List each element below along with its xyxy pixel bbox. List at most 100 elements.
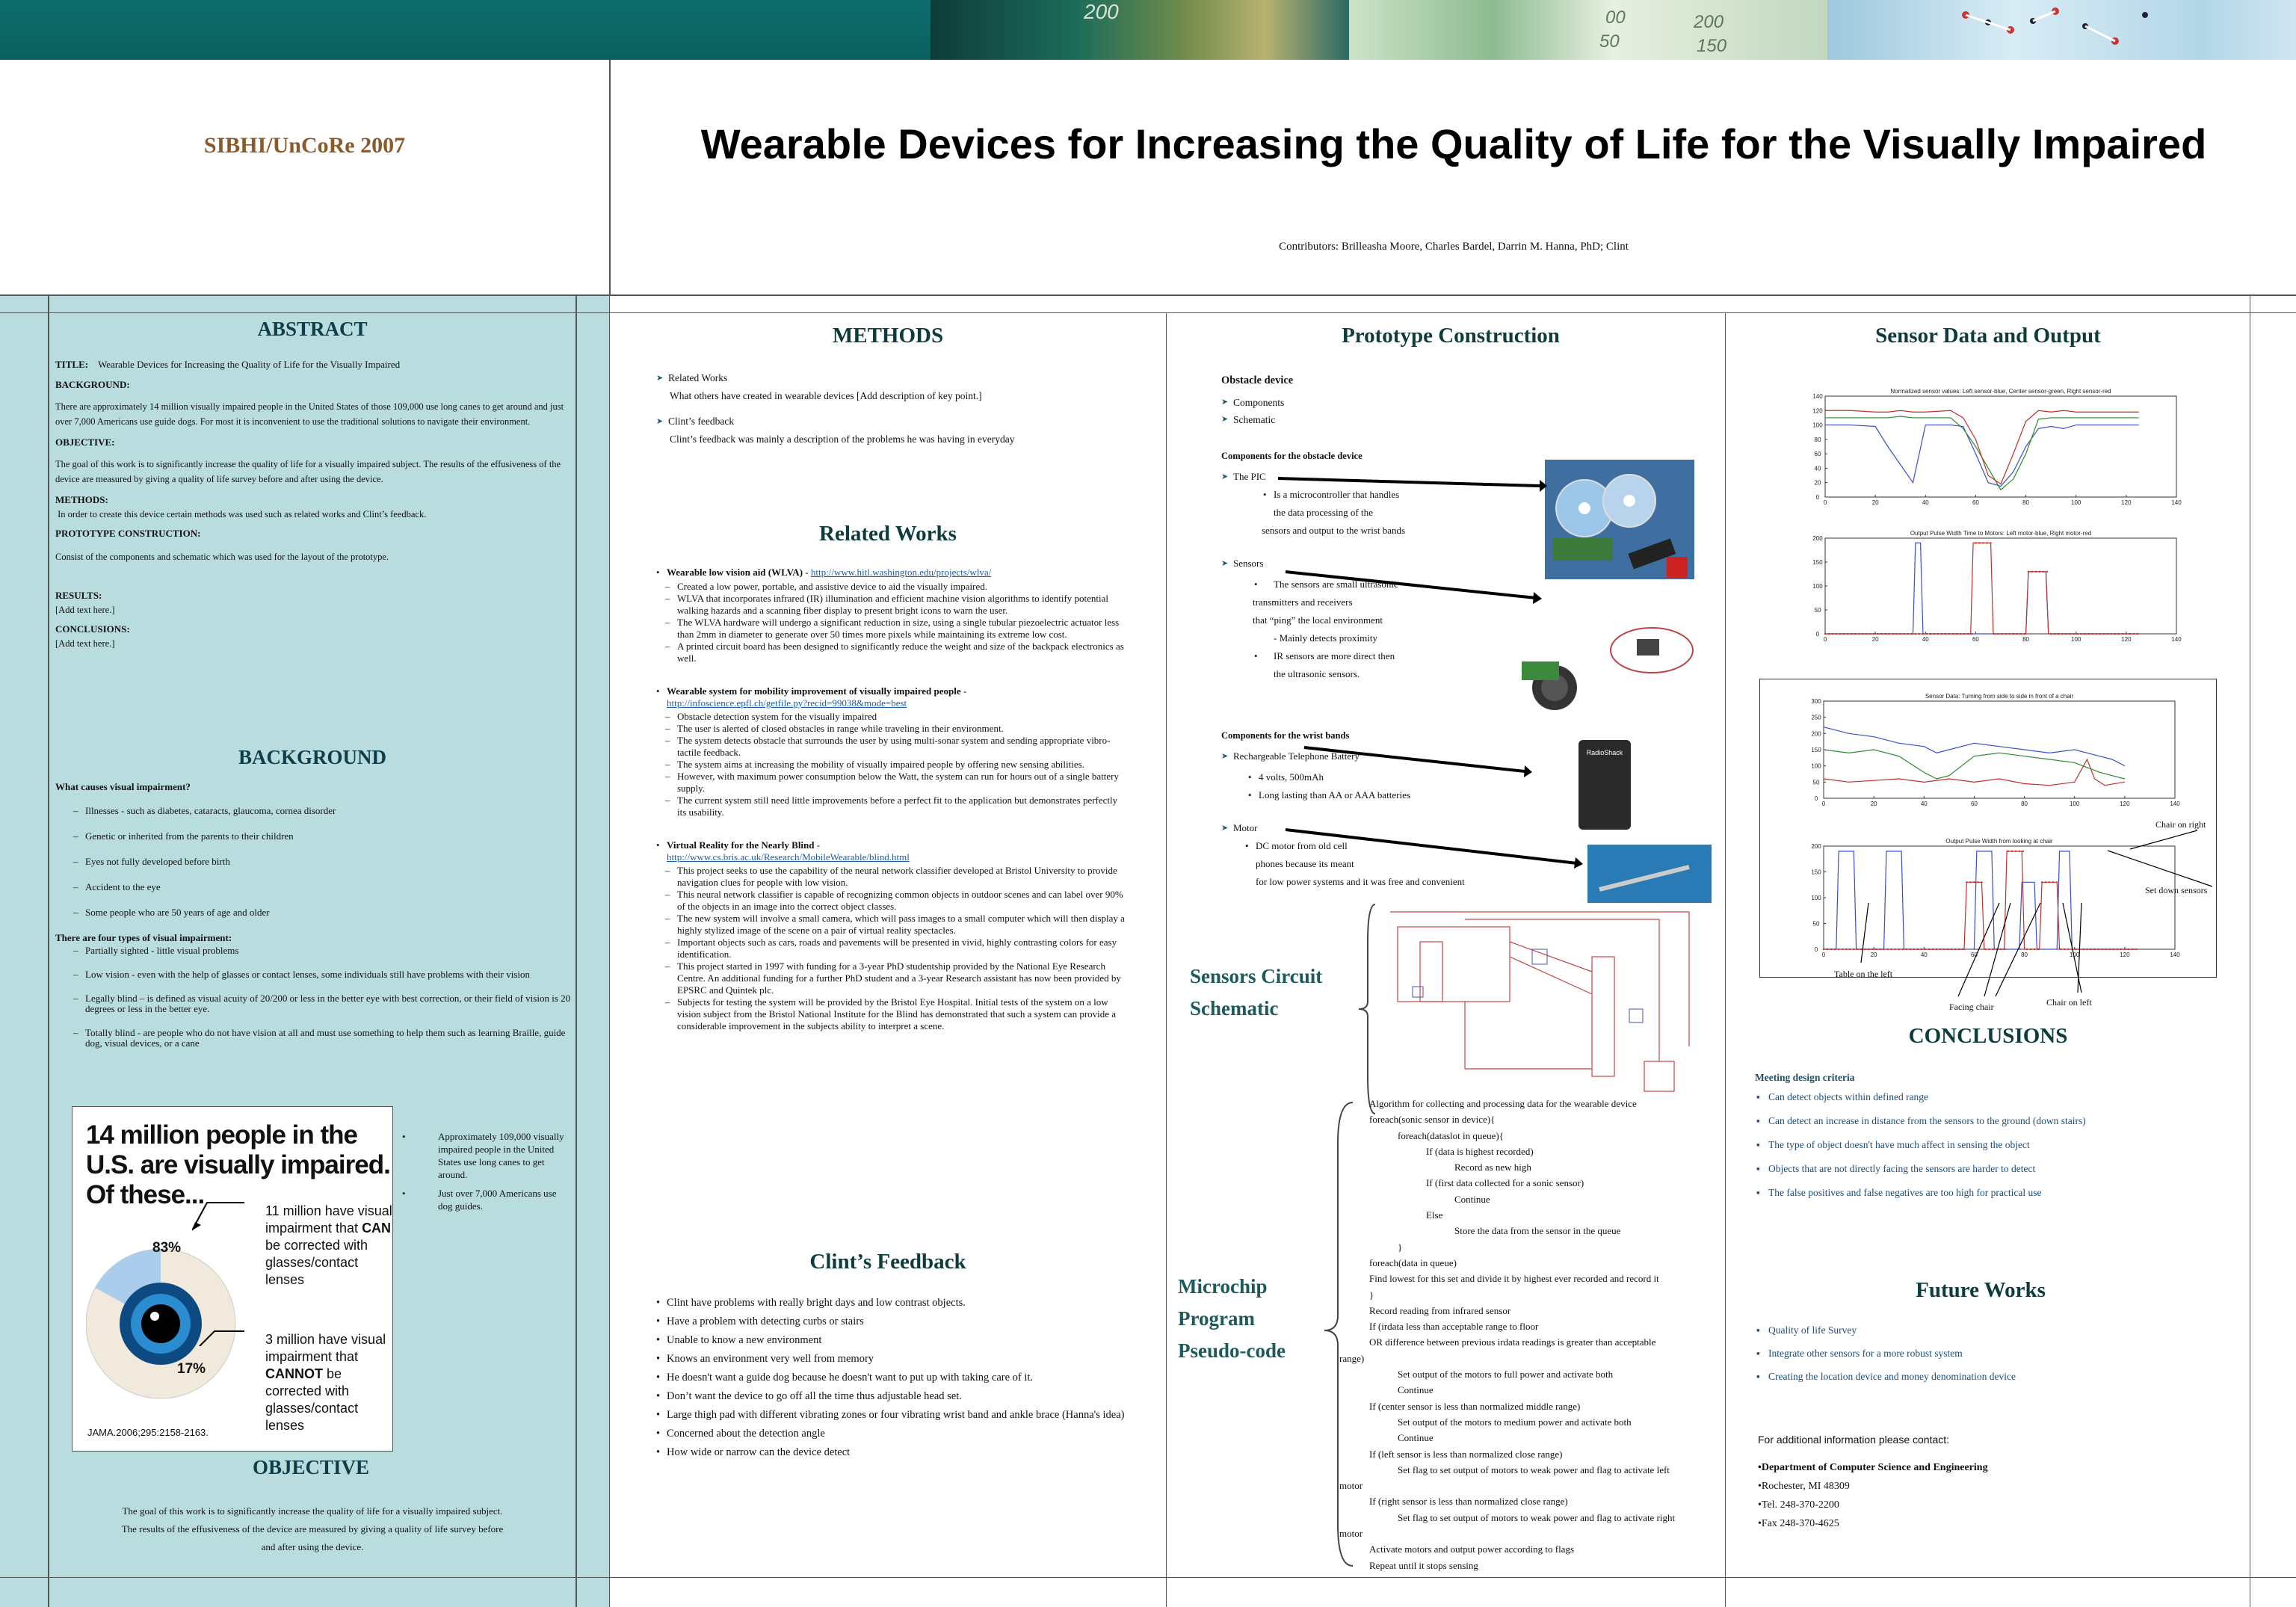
pseudocode-line: foreach(dataslot in queue){	[1398, 1129, 1504, 1141]
methods-heading: METHODS	[832, 324, 944, 348]
y-tick-label: 50	[1813, 779, 1820, 786]
series-marker	[1836, 633, 1838, 635]
series-marker	[2075, 949, 2077, 950]
series-marker	[1909, 949, 1911, 950]
series-marker	[1973, 881, 1975, 883]
work-link[interactable]: http://infoscience.epfl.ch/getfile.py?re…	[667, 697, 907, 709]
list-item: This neural network classifier is capabl…	[662, 889, 1126, 913]
work-separator: -	[814, 839, 821, 851]
series-marker	[1853, 949, 1855, 950]
series-marker	[1932, 949, 1934, 950]
series-marker	[2001, 633, 2003, 635]
series-marker	[1977, 881, 1979, 883]
list-item: Subjects for testing the system will be …	[662, 996, 1126, 1032]
series-marker	[2090, 949, 2092, 950]
series-marker	[2061, 633, 2064, 635]
desc-line: for low power systems and it was free an…	[1256, 876, 1465, 887]
molecule-graphic	[1962, 7, 2148, 45]
series-marker	[2080, 633, 2082, 635]
series-marker	[1830, 949, 1833, 950]
contact-department: •Department of Computer Science and Engi…	[1758, 1462, 1988, 1473]
series-marker	[1860, 949, 1863, 950]
label-can-correct: 11 million have visual impairment that C…	[265, 1203, 392, 1289]
y-tick-label: 50	[1815, 607, 1821, 614]
abstract-results-text: [Add text here.]	[55, 605, 115, 615]
methods-item-label: Related Works	[668, 372, 728, 383]
column-rule	[575, 296, 577, 1607]
y-tick-label: 200	[1811, 730, 1821, 737]
series-marker	[1945, 633, 1947, 635]
list-item: The type of object doesn't have much aff…	[1755, 1133, 2241, 1157]
y-tick-label: 0	[1815, 946, 1818, 953]
list-item: Legally blind – is defined as visual acu…	[70, 993, 571, 1014]
pseudocode-line: }	[1398, 1241, 1403, 1253]
pseudocode-line: Continue	[1454, 1193, 1490, 1205]
y-tick-label: 140	[1812, 393, 1823, 400]
future-works-list: Quality of life Survey Integrate other s…	[1755, 1318, 2241, 1388]
series-line	[1823, 758, 2125, 786]
series-marker	[1899, 633, 1901, 635]
desc-line: - Mainly detects proximity	[1274, 632, 1378, 644]
contact-address: •Rochester, MI 48309	[1758, 1481, 1850, 1492]
pseudocode-line: If (right sensor is less than normalized…	[1369, 1496, 1568, 1508]
list-item: Some people who are 50 years of age and …	[70, 907, 571, 919]
series-marker	[2117, 633, 2120, 635]
chart-frame	[1823, 700, 2176, 799]
components-wrist-label: Components for the wrist bands	[1221, 730, 1350, 741]
chart-frame	[1824, 395, 2177, 498]
header-divider	[609, 60, 611, 296]
work-link[interactable]: http://www.hitl.washington.edu/projects/…	[810, 567, 992, 578]
circuit-board-icon	[1553, 538, 1613, 561]
series-marker	[2027, 570, 2029, 573]
series-marker	[1883, 949, 1885, 950]
work-title: Virtual Reality for the Nearly Blind	[667, 839, 815, 851]
label-cannot-correct: 3 million have visual impairment that CA…	[265, 1331, 392, 1434]
x-tick-label: 100	[2071, 636, 2081, 643]
series-marker	[2067, 949, 2070, 950]
y-tick-label: 150	[1811, 747, 1821, 753]
series-marker	[2087, 633, 2090, 635]
abstract-objective-label: OBJECTIVE:	[55, 437, 115, 448]
series-marker	[1879, 949, 1881, 950]
series-marker	[2043, 570, 2045, 573]
series-marker	[1999, 949, 2002, 950]
series-marker	[2025, 949, 2028, 950]
pseudocode-line: }	[1369, 1289, 1374, 1301]
motor-label: Motor	[1221, 819, 1550, 837]
pseudocode-line: Set flag to set output of motors to weak…	[1398, 1463, 1670, 1475]
series-marker	[1839, 633, 1842, 635]
pic-desc: Is a microcontroller that handles the da…	[1221, 486, 1550, 540]
list-item: Unable to know a new environment	[655, 1334, 1133, 1347]
obstacle-device-label: Obstacle device	[1221, 374, 1294, 386]
x-tick-label: 140	[2170, 801, 2180, 807]
pseudocode-line: If (left sensor is less than normalized …	[1369, 1448, 1563, 1460]
wrist-components: Components for the wrist bands Rechargea…	[1221, 727, 1550, 891]
series-marker	[2003, 949, 2005, 950]
series-marker	[1966, 881, 1968, 883]
series-marker	[1992, 949, 1994, 950]
background-question-types: There are four types of visual impairmen…	[55, 932, 232, 943]
poster-title: Wearable Devices for Increasing the Qual…	[700, 120, 2207, 167]
series-marker	[2064, 949, 2066, 950]
objective-line: The goal of this work is to significantl…	[122, 1505, 503, 1517]
series-marker	[1941, 633, 1943, 635]
pseudocode-line: motor	[1339, 1528, 1363, 1540]
x-tick-label: 0	[1822, 801, 1826, 807]
label-cannot-text: 3 million have visual impairment that	[265, 1332, 386, 1364]
list-item: Can detect objects within defined range	[1755, 1085, 2241, 1109]
list-item: Eyes not fully developed before birth	[70, 856, 571, 868]
chart-group: Output Pulse Width from looking at chair…	[1811, 838, 2180, 958]
clint-feedback-heading: Clint’s Feedback	[809, 1250, 966, 1274]
series-marker	[2023, 633, 2025, 635]
y-tick-label: 150	[1811, 869, 1821, 876]
series-marker	[1869, 633, 1871, 635]
work-separator: -	[803, 567, 811, 578]
prototype-text: Obstacle device Components Schematic	[1221, 372, 1535, 428]
related-work-vr: Virtual Reality for the Nearly Blind -ht…	[655, 839, 1126, 1032]
graph-annotation-arrows	[1860, 830, 2213, 997]
series-line	[1825, 424, 2139, 487]
work-link[interactable]: http://www.cs.bris.ac.uk/Research/Mobile…	[667, 851, 910, 863]
abstract-methods-label: METHODS:	[55, 494, 108, 505]
series-line	[1823, 727, 2126, 767]
series-line	[1825, 410, 2139, 485]
